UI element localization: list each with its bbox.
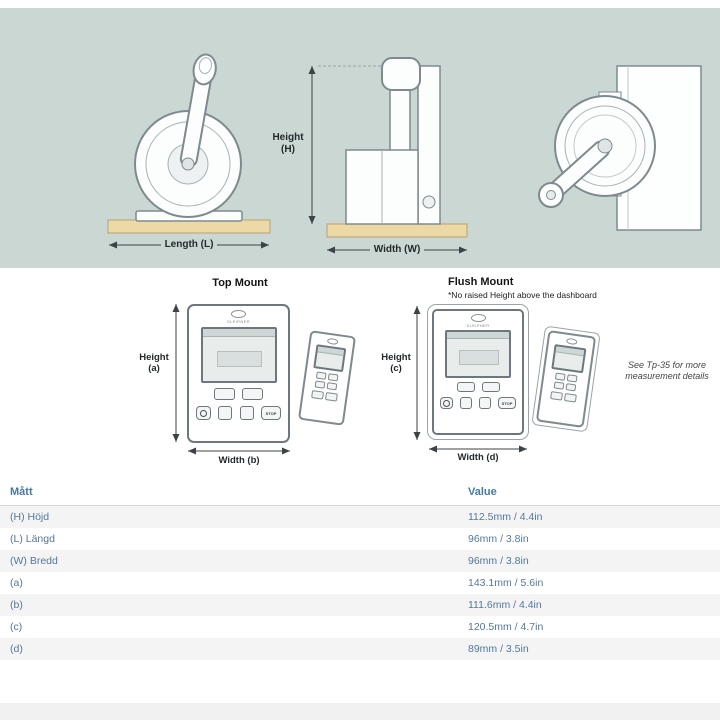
row-label: (b) <box>10 599 23 611</box>
function-button <box>327 373 339 382</box>
arrow-right-icon <box>282 447 290 455</box>
nav-button <box>214 388 235 400</box>
table-row: (a) 143.1mm / 5.6in <box>0 572 720 594</box>
function-button <box>239 406 254 420</box>
nav-button <box>456 382 475 392</box>
sleipner-logo-icon <box>231 310 246 318</box>
stop-button: STOP <box>260 406 281 420</box>
width-d-label: Width (d) <box>457 452 499 463</box>
width-w-dimension-label: Width (W) <box>347 244 447 255</box>
width-b-label: Width (b) <box>218 455 260 466</box>
row-label: (H) Höjd <box>10 511 50 523</box>
length-dimension-label: Length (L) <box>139 239 239 250</box>
mount-dimension-lines <box>172 304 527 455</box>
stop-button: STOP <box>498 397 516 409</box>
control-panel-top-mount: SLEIPNER STOP <box>187 304 290 443</box>
row-label: (c) <box>10 621 23 633</box>
function-button <box>553 381 565 390</box>
function-button <box>324 392 338 402</box>
display-screen <box>551 344 587 374</box>
row-value: 111.6mm / 4.4in <box>468 599 542 611</box>
row-value: 96mm / 3.8in <box>468 533 529 545</box>
row-value: 120.5mm / 4.7in <box>468 621 544 633</box>
arrow-left-icon <box>109 241 117 249</box>
function-button <box>315 371 327 380</box>
header-label: Mått <box>10 485 33 498</box>
row-label: (d) <box>10 643 23 655</box>
function-button <box>218 406 233 420</box>
flush-mount-note: *No raised Height above the dashboard <box>448 290 597 300</box>
nav-button <box>481 382 500 392</box>
flush-view-drawing <box>538 65 702 231</box>
brand-label: SLEIPNER <box>227 319 250 324</box>
arrow-right-icon <box>459 246 467 254</box>
dashboard-cross-section <box>326 223 468 238</box>
nav-button <box>242 388 263 400</box>
row-value: 112.5mm / 4.4in <box>468 511 543 523</box>
nav-button-row <box>189 388 288 400</box>
row-value: 96mm / 3.8in <box>468 555 529 567</box>
function-button <box>479 397 491 409</box>
arrow-left-icon <box>327 246 335 254</box>
arrow-down-icon <box>172 434 180 442</box>
power-button <box>196 406 211 420</box>
function-button <box>565 383 577 392</box>
sleipner-logo-icon <box>565 337 578 346</box>
arrow-up-icon <box>172 304 180 312</box>
function-button <box>566 374 578 383</box>
row-value: 89mm / 3.5in <box>468 643 529 655</box>
row-value: 143.1mm / 5.6in <box>468 577 544 589</box>
sleipner-logo-icon <box>470 314 486 322</box>
spec-table: Mått Value (H) Höjd 112.5mm / 4.4in (L) … <box>0 478 720 660</box>
height-h-dimension-label: Height (H) <box>272 132 304 155</box>
sleipner-logo-icon <box>326 337 339 346</box>
table-row: (d) 89mm / 3.5in <box>0 638 720 660</box>
arrow-up-icon <box>413 306 421 314</box>
function-button <box>550 391 564 401</box>
table-row: (W) Bredd 96mm / 3.8in <box>0 550 720 572</box>
table-row: (L) Längd 96mm / 3.8in <box>0 528 720 550</box>
row-label: (a) <box>10 577 23 589</box>
arrow-right-icon <box>261 241 269 249</box>
dashboard-cross-section <box>107 219 271 234</box>
function-button <box>563 393 577 403</box>
arrow-right-icon <box>519 445 527 453</box>
function-button <box>311 390 325 400</box>
arrow-up-icon <box>308 66 316 74</box>
control-panel-flush-mount: SLEIPNER STOP <box>432 309 524 435</box>
flush-mount-title: Flush Mount <box>448 276 514 288</box>
function-button <box>326 382 338 391</box>
table-header: Mått Value <box>0 478 720 506</box>
arrow-left-icon <box>188 447 196 455</box>
function-button <box>314 380 326 389</box>
brand-label: SLEIPNER <box>466 323 490 328</box>
top-mount-title: Top Mount <box>212 277 268 289</box>
row-label: (W) Bredd <box>10 555 58 567</box>
display-screen <box>200 327 277 383</box>
table-row: (c) 120.5mm / 4.7in <box>0 616 720 638</box>
height-a-label: Height(a) <box>139 352 169 374</box>
display-screen <box>313 344 347 373</box>
arrow-down-icon <box>308 216 316 224</box>
table-row: (b) 111.6mm / 4.4in <box>0 594 720 616</box>
arrow-down-icon <box>413 432 421 440</box>
height-c-label: Height(c) <box>381 352 411 374</box>
lever-grip <box>381 57 421 91</box>
function-button <box>460 397 472 409</box>
function-button <box>554 372 566 381</box>
display-screen <box>445 330 511 378</box>
side-view-drawing <box>107 53 271 249</box>
table-row-partial <box>0 703 720 720</box>
table-row: (H) Höjd 112.5mm / 4.4in <box>0 506 720 528</box>
throttle-lever <box>179 53 217 168</box>
header-value: Value <box>468 485 497 498</box>
power-button <box>440 397 453 409</box>
front-view-drawing <box>308 57 468 254</box>
row-label: (L) Längd <box>10 533 55 545</box>
arrow-left-icon <box>429 445 437 453</box>
